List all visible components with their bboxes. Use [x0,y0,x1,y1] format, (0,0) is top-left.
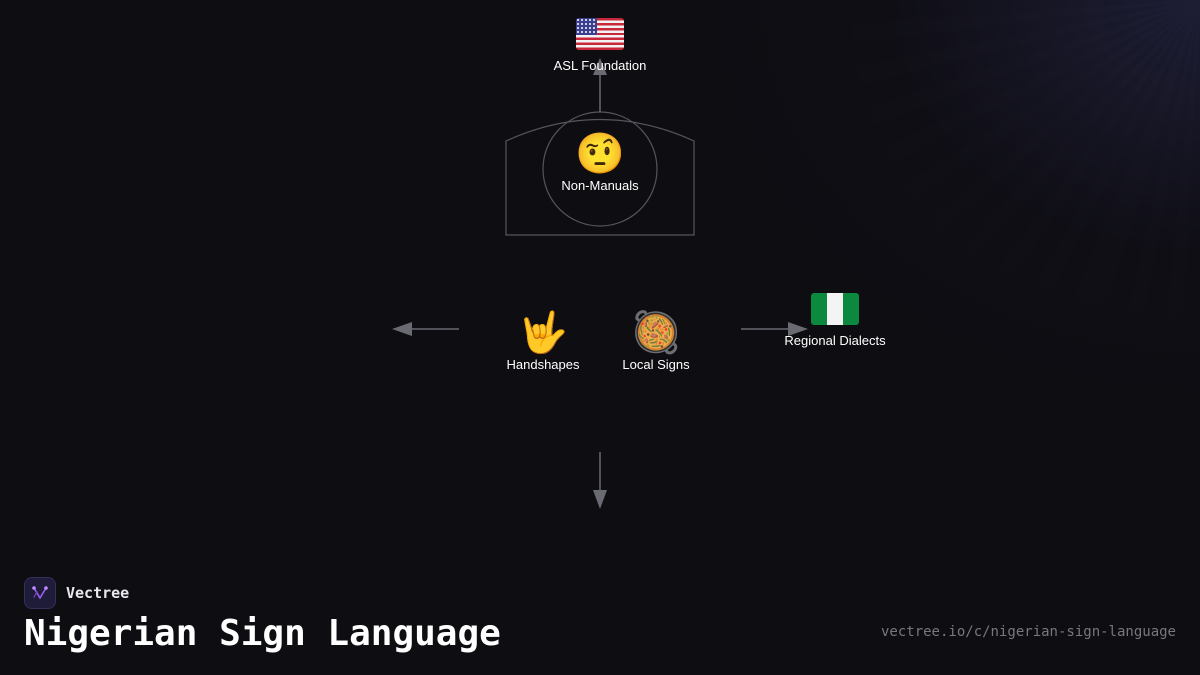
page-url[interactable]: vectree.io/c/nigerian-sign-language [880,624,1176,640]
brand-name: Vectree [66,584,130,602]
us-flag-icon [576,18,624,50]
nigeria-flag-icon [811,293,859,325]
node-label: Non-Manuals [561,178,639,193]
page-title: Nigerian Sign Language [24,613,501,654]
node-label: Local Signs [622,357,690,372]
vectree-logo-icon [24,577,56,609]
node-handshapes[interactable]: 🤟 Handshapes [443,309,643,373]
node-asl-foundation[interactable]: ASL Foundation [500,10,700,74]
raised-eyebrow-face-icon: 🤨 [575,131,625,177]
node-local-signs[interactable]: 🥘 Local Signs [556,309,756,373]
node-regional-dialects[interactable]: Regional Dialects [735,285,935,349]
arrow-left-head [392,322,412,336]
arrow-up-head [593,58,607,75]
node-label: ASL Foundation [553,58,647,73]
node-label: Regional Dialects [784,333,886,348]
arrow-right-head [788,322,808,336]
arrow-down-head [593,490,607,509]
brand[interactable]: Vectree [24,577,129,609]
shallow-pan-of-food-icon: 🥘 [631,310,681,356]
node-non-manuals[interactable]: 🤨 Non-Manuals [500,130,700,194]
non-manuals-frame [505,118,695,236]
node-label: Handshapes [506,357,580,372]
love-you-hand-icon: 🤟 [518,310,568,356]
